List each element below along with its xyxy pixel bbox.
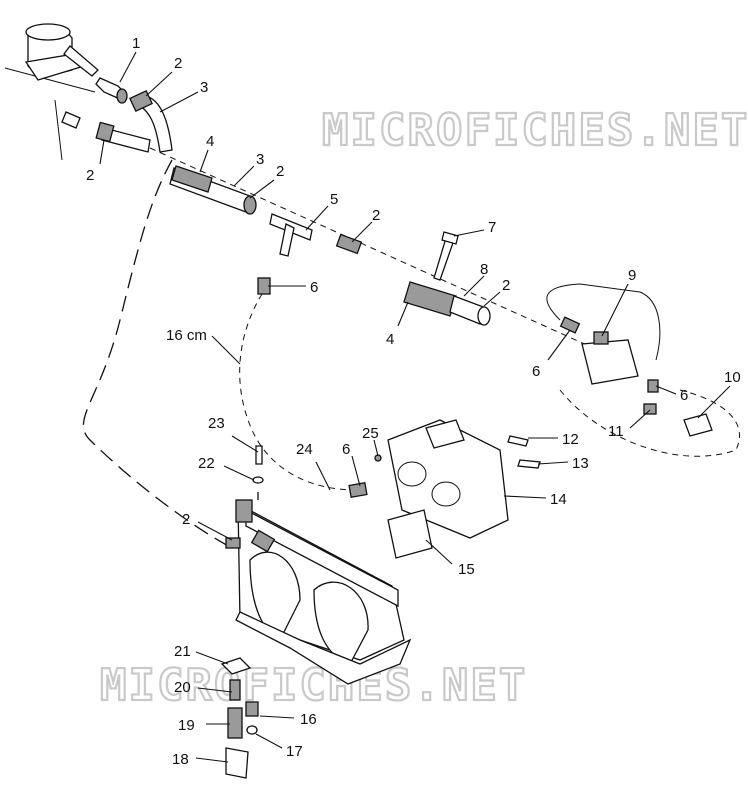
- callout-14: 14: [550, 491, 567, 508]
- callout-5: 5: [330, 191, 338, 208]
- callout-6: 6: [532, 363, 540, 380]
- water-manifold-assembly: [546, 283, 740, 457]
- callout-6: 6: [310, 279, 318, 296]
- watermark-top: MICROFICHES.NET: [322, 105, 748, 156]
- callout-6: 6: [342, 441, 350, 458]
- clamp-2-mid: [335, 233, 363, 255]
- callout-15: 15: [458, 561, 475, 578]
- callout-4: 4: [386, 331, 394, 348]
- callout-6: 6: [680, 387, 688, 404]
- callout-17: 17: [286, 743, 303, 760]
- drain-parts: [220, 657, 259, 779]
- hose-length-leader: [211, 335, 241, 365]
- callout-2: 2: [86, 167, 94, 184]
- callout-4: 4: [206, 133, 214, 150]
- callout-22: 22: [198, 455, 215, 472]
- watermark-bottom: MICROFICHES.NET: [100, 660, 527, 711]
- callout-8: 8: [480, 261, 488, 278]
- vent-hose-path: [82, 159, 233, 549]
- callout-3: 3: [200, 79, 208, 96]
- leader-lines: [99, 51, 731, 763]
- engine-block: [225, 499, 412, 685]
- sleeve-4-8: [403, 281, 491, 326]
- callout-16: 16: [300, 711, 317, 728]
- hose-24: [348, 454, 382, 499]
- hose-length-label: 16 cm: [166, 327, 207, 344]
- tee-fitting-5: [269, 213, 313, 257]
- callout-2: 2: [372, 207, 380, 224]
- callout-21: 21: [174, 643, 191, 660]
- callout-11: 11: [608, 423, 624, 440]
- gasket-15: [387, 509, 433, 559]
- callout-3: 3: [256, 151, 264, 168]
- callout-7: 7: [488, 219, 496, 236]
- hose-3-upper: [95, 89, 173, 153]
- callout-2: 2: [182, 511, 190, 528]
- callout-13: 13: [572, 455, 589, 472]
- assembly-axis: [149, 147, 621, 361]
- exhaust-manifold-14: [387, 419, 541, 539]
- callout-2: 2: [276, 163, 284, 180]
- callout-18: 18: [172, 751, 189, 768]
- fitting-1: [95, 77, 128, 104]
- callout-23: 23: [208, 415, 225, 432]
- callout-12: 12: [562, 431, 579, 448]
- callout-25: 25: [362, 425, 379, 442]
- loose-sleeve: [61, 111, 81, 129]
- bolt-23-washer-22: [252, 445, 264, 500]
- callout-1: 1: [132, 35, 140, 52]
- oil-pump: [4, 23, 99, 161]
- callout-10: 10: [724, 369, 741, 386]
- callout-9: 9: [628, 267, 636, 284]
- callout-20: 20: [174, 679, 191, 696]
- callout-2: 2: [174, 55, 182, 72]
- callout-19: 19: [178, 717, 195, 734]
- callout-2: 2: [502, 277, 510, 294]
- hose-4-group: [169, 165, 257, 215]
- bolt-7: [433, 231, 459, 281]
- callout-24: 24: [296, 441, 313, 458]
